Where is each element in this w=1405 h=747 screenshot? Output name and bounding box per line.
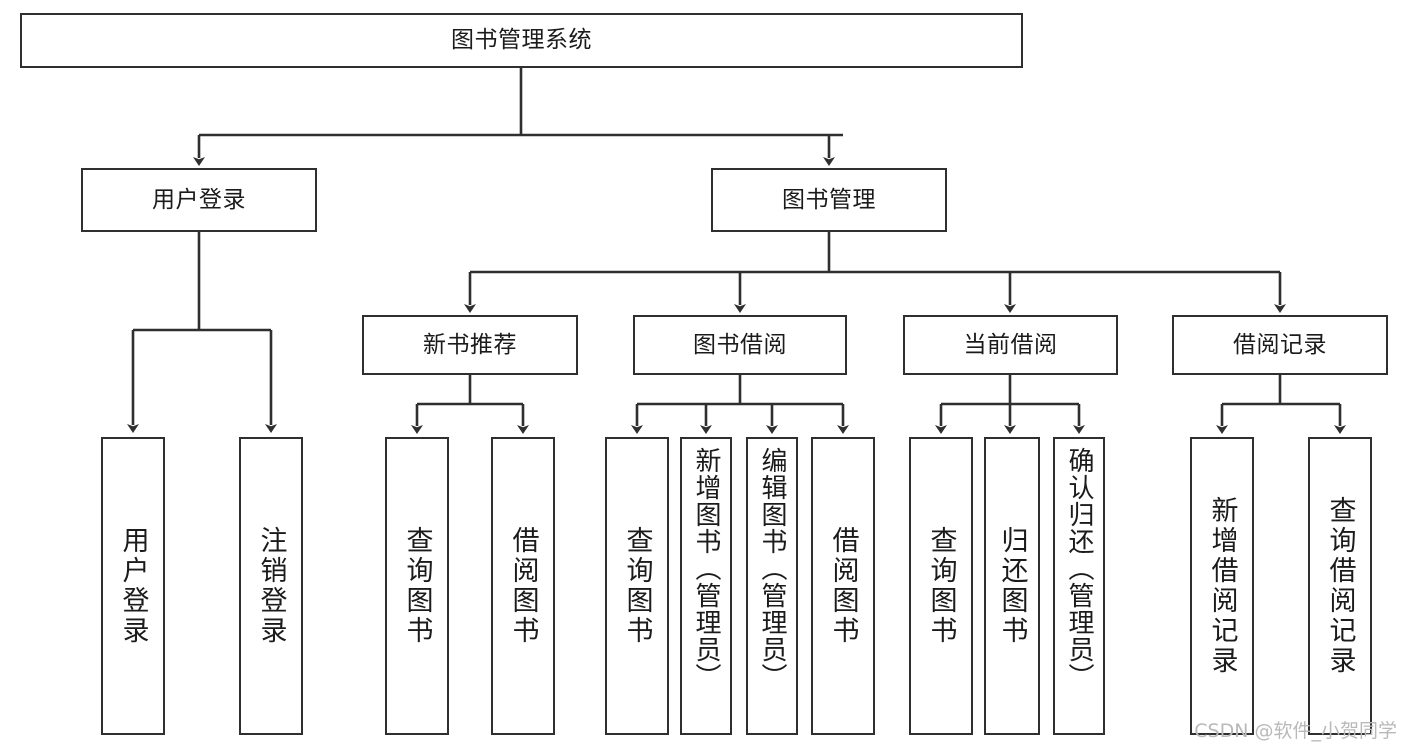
leaf-return-book[interactable]: 归还图书 [984, 437, 1040, 735]
leaf-search-book-borrow[interactable]: 查询图书 [605, 437, 669, 735]
node-label: 新书推荐 [423, 331, 517, 358]
node-label: 图书管理 [782, 186, 876, 213]
node-label: 借阅图书 [827, 526, 859, 646]
leaf-search-book-recommend[interactable]: 查询图书 [385, 437, 449, 735]
node-label: 借阅图书 [507, 526, 539, 646]
leaf-borrow-book[interactable]: 借阅图书 [811, 437, 875, 735]
leaf-confirm-return-admin[interactable]: 确认归还（管理员） [1053, 437, 1105, 735]
node-book-borrow[interactable]: 图书借阅 [633, 315, 847, 375]
node-user-login[interactable]: 用户登录 [81, 168, 317, 232]
node-new-book-recommend[interactable]: 新书推荐 [362, 315, 578, 375]
node-label: 当前借阅 [963, 331, 1058, 358]
node-borrow-record[interactable]: 借阅记录 [1172, 315, 1388, 375]
leaf-search-borrow-record[interactable]: 查询借阅记录 [1308, 437, 1372, 735]
csdn-watermark: CSDN @软件_小贺同学 [1194, 720, 1397, 742]
node-label: 查询图书 [925, 526, 957, 646]
node-book-management[interactable]: 图书管理 [711, 168, 947, 232]
leaf-logout[interactable]: 注销登录 [239, 437, 303, 735]
node-current-borrow[interactable]: 当前借阅 [903, 315, 1118, 375]
node-label: 新增图书（管理员） [691, 447, 721, 690]
node-label: 查询图书 [621, 526, 653, 646]
node-label: 图书管理系统 [451, 27, 592, 54]
leaf-borrow-book-recommend[interactable]: 借阅图书 [491, 437, 555, 735]
node-label: 注销登录 [255, 526, 287, 646]
leaf-user-login[interactable]: 用户登录 [101, 437, 165, 735]
leaf-search-book-current[interactable]: 查询图书 [909, 437, 973, 735]
node-label: 确认归还（管理员） [1064, 447, 1094, 690]
node-label: 查询借阅记录 [1324, 496, 1356, 676]
node-label: 新增借阅记录 [1206, 496, 1238, 676]
node-label: 查询图书 [401, 526, 433, 646]
node-label: 图书借阅 [693, 331, 787, 358]
node-label: 用户登录 [152, 186, 246, 213]
node-label: 借阅记录 [1233, 331, 1327, 358]
leaf-add-borrow-record[interactable]: 新增借阅记录 [1190, 437, 1254, 735]
node-label: 用户登录 [117, 526, 149, 646]
node-root[interactable]: 图书管理系统 [20, 13, 1023, 68]
node-label: 编辑图书（管理员） [757, 447, 787, 690]
node-label: 归还图书 [996, 526, 1028, 646]
leaf-edit-book-admin[interactable]: 编辑图书（管理员） [746, 437, 798, 735]
leaf-add-book-admin[interactable]: 新增图书（管理员） [680, 437, 732, 735]
